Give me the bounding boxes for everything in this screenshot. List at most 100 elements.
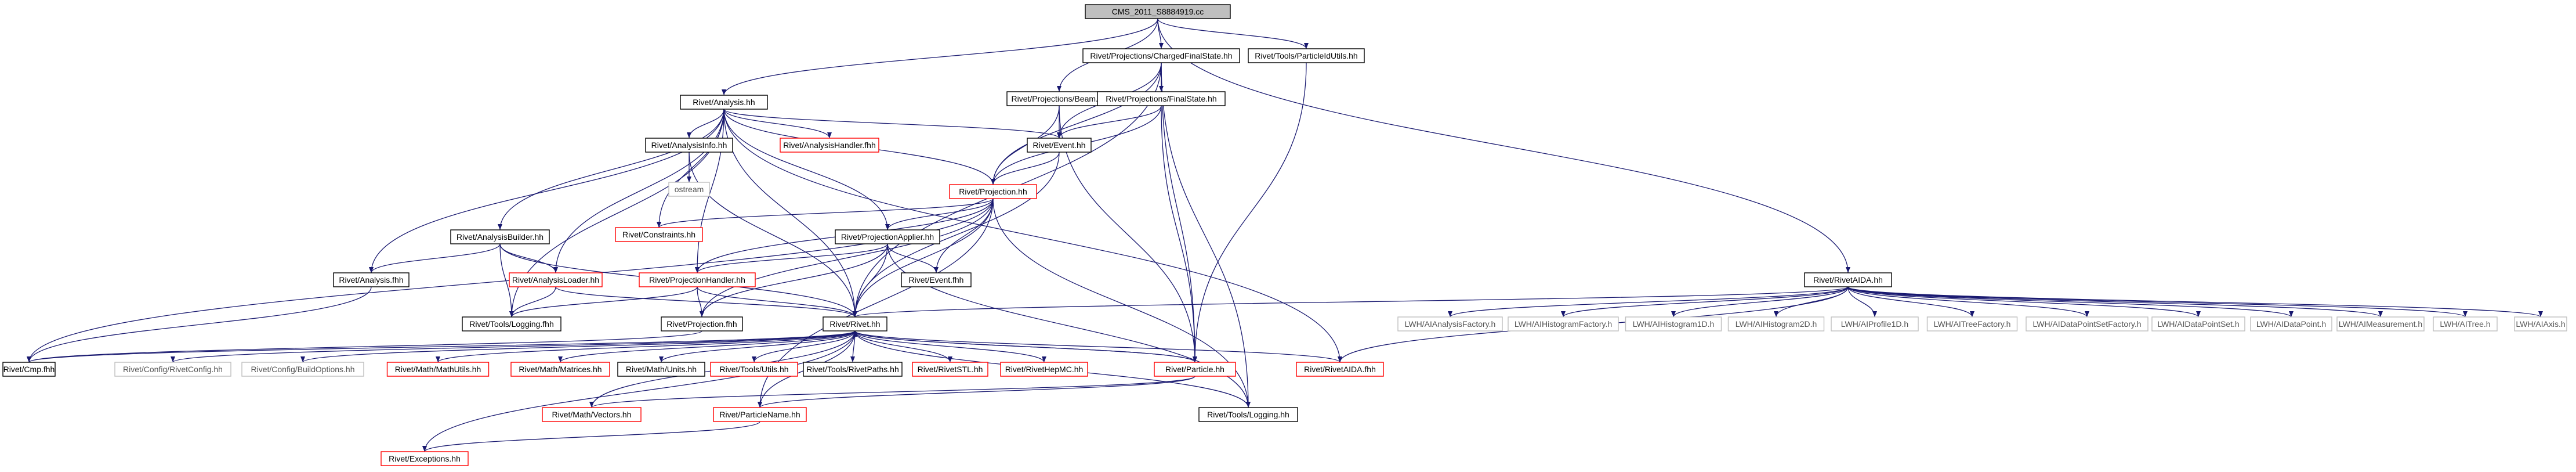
node-box — [780, 138, 879, 153]
node-fs-hh[interactable]: Rivet/Projections/FinalState.hh — [1097, 91, 1226, 106]
edge-anainfo_hh-to-rivet_hh — [689, 152, 857, 318]
node-mathutils-hh[interactable]: Rivet/Math/MathUtils.hh — [386, 362, 490, 377]
node-label: LWH/AIDataPoint.h — [2256, 319, 2326, 329]
edge-rivetaida_hh-to-lw_p1d — [1847, 286, 1877, 318]
edge-analysis_fhh-to-cmp_fhh — [27, 286, 372, 363]
node-label: Rivet/Event.hh — [1032, 140, 1085, 150]
node-analysis-fhh[interactable]: Rivet/Analysis.fhh — [333, 272, 410, 287]
node-label: Rivet/RivetHepMC.hh — [1005, 365, 1084, 374]
node-label: CMS_2011_S8884919.cc — [1112, 7, 1204, 16]
edge-rivet_hh-to-rivetaida_fhh — [854, 330, 1342, 363]
node-anahandler-hh[interactable]: Rivet/AnalysisHandler.fhh — [780, 138, 879, 153]
edge-rivet_hh-to-units_hh — [659, 330, 856, 363]
node-ostream[interactable]: ostream — [668, 182, 710, 197]
node-box — [241, 362, 364, 377]
node-label: Rivet/Projections/ChargedFinalState.hh — [1090, 51, 1232, 60]
edge-rivet_hh-to-cmp_fhh — [27, 330, 856, 363]
node-toolslog-fhh[interactable]: Rivet/Tools/Logging.fhh — [462, 316, 561, 332]
node-rivetaida-fhh[interactable]: Rivet/RivetAIDA.fhh — [1296, 362, 1384, 377]
edge-projection_hh-to-projapplier_hh — [885, 198, 994, 230]
edge-rivetaida_hh-to-rivet_hh — [853, 286, 1849, 318]
node-rivetconfig-hh[interactable]: Rivet/Config/RivetConfig.hh — [114, 362, 231, 377]
node-event-fhh[interactable]: Rivet/Event.fhh — [901, 272, 972, 287]
node-box — [1804, 272, 1892, 287]
node-box — [823, 316, 887, 332]
node-paths-hh[interactable]: Rivet/Tools/RivetPaths.hh — [803, 362, 903, 377]
node-rivetaida-hh[interactable]: Rivet/RivetAIDA.hh — [1804, 272, 1892, 287]
edge-projection_fhh-to-cmp_fhh — [27, 330, 702, 363]
node-lw-h2d[interactable]: LWH/AIHistogram2D.h — [1727, 316, 1825, 332]
node-vectors-hh[interactable]: Rivet/Math/Vectors.hh — [542, 407, 642, 422]
node-lw-dp[interactable]: LWH/AIDataPoint.h — [2250, 316, 2332, 332]
node-label: LWH/AIHistogram1D.h — [1633, 319, 1715, 329]
node-projection-hh[interactable]: Rivet/Projection.hh — [949, 184, 1037, 199]
edge-cfs_hh-to-particle_hh — [1161, 62, 1197, 363]
node-rivet-hh[interactable]: Rivet/Rivet.hh — [823, 316, 887, 332]
edge-analysis_hh-to-projhandler_hh — [695, 109, 724, 273]
node-box — [645, 138, 733, 153]
node-label: Rivet/RivetSTL.hh — [918, 365, 983, 374]
node-box — [1000, 362, 1088, 377]
node-box — [1198, 407, 1298, 422]
node-particlename-hh[interactable]: Rivet/ParticleName.hh — [713, 407, 807, 422]
node-units-hh[interactable]: Rivet/Math/Units.hh — [617, 362, 705, 377]
node-analysis-hh[interactable]: Rivet/Analysis.hh — [680, 95, 768, 110]
edge-beam_hh-to-particle_hh — [1059, 105, 1197, 363]
node-event-hh[interactable]: Rivet/Event.hh — [1027, 138, 1092, 153]
node-lw-p1d[interactable]: LWH/AIProfile1D.h — [1831, 316, 1919, 332]
node-label: LWH/AIAxis.h — [2516, 319, 2565, 329]
node-label: Rivet/AnalysisHandler.fhh — [783, 140, 876, 150]
node-cmp-fhh[interactable]: Rivet/Cmp.fhh — [2, 362, 56, 377]
node-box — [1154, 362, 1236, 377]
node-lw-hfactory[interactable]: LWH/AIHistogramFactory.h — [1508, 316, 1619, 332]
node-box — [803, 362, 903, 377]
node-beam-hh[interactable]: Rivet/Projections/Beam.hh — [1006, 91, 1112, 106]
node-pidutils-hh[interactable]: Rivet/Tools/ParticleIdUtils.hh — [1248, 48, 1365, 63]
node-box — [1727, 316, 1825, 332]
edge-projhandler_hh-to-projection_fhh — [697, 286, 704, 318]
node-lw-dps[interactable]: LWH/AIDataPointSet.h — [2151, 316, 2245, 332]
node-lw-axis[interactable]: LWH/AIAxis.h — [2514, 316, 2567, 332]
edge-fs_hh-to-particle_hh — [1161, 105, 1197, 363]
edge-rivetaida_hh-to-lw_dp — [1847, 286, 2294, 318]
node-lw-tree[interactable]: LWH/AITree.h — [2433, 316, 2498, 332]
edge-projection_hh-to-constraints_hh — [657, 198, 994, 228]
node-exceptions-hh[interactable]: Rivet/Exceptions.hh — [381, 451, 469, 466]
node-label: Rivet/Projections/FinalState.hh — [1106, 94, 1216, 103]
node-analoader-hh[interactable]: Rivet/AnalysisLoader.hh — [509, 272, 603, 287]
node-constraints-hh[interactable]: Rivet/Constraints.hh — [615, 227, 703, 242]
node-anainfo-hh[interactable]: Rivet/AnalysisInfo.hh — [645, 138, 733, 153]
node-box — [835, 229, 940, 244]
node-hepmc-hh[interactable]: Rivet/RivetHepMC.hh — [1000, 362, 1088, 377]
node-root[interactable]: CMS_2011_S8884919.cc — [1085, 4, 1231, 19]
node-projhandler-hh[interactable]: Rivet/ProjectionHandler.hh — [639, 272, 756, 287]
node-lw-dpsfactory[interactable]: LWH/AIDataPointSetFactory.h — [2026, 316, 2149, 332]
node-projection-fhh[interactable]: Rivet/Projection.fhh — [661, 316, 743, 332]
edge-pidutils_hh-to-particle_hh — [1193, 62, 1307, 363]
edge-rivet_hh-to-mathutils_hh — [436, 330, 856, 363]
node-matrices-hh[interactable]: Rivet/Math/Matrices.hh — [510, 362, 610, 377]
node-box — [2250, 316, 2332, 332]
node-box — [386, 362, 490, 377]
node-label: Rivet/RivetAIDA.hh — [1813, 275, 1883, 284]
node-toolslog-hh[interactable]: Rivet/Tools/Logging.hh — [1198, 407, 1298, 422]
node-label: Rivet/ProjectionHandler.hh — [649, 275, 745, 284]
node-box — [1397, 316, 1503, 332]
node-anabuilder-hh[interactable]: Rivet/AnalysisBuilder.hh — [450, 229, 550, 244]
node-utils-hh[interactable]: Rivet/Tools/Utils.hh — [710, 362, 798, 377]
node-lw-tfactory[interactable]: LWH/AITreeFactory.h — [1926, 316, 2018, 332]
node-buildopts-hh[interactable]: Rivet/Config/BuildOptions.hh — [241, 362, 364, 377]
node-particle-hh[interactable]: Rivet/Particle.hh — [1154, 362, 1236, 377]
node-cfs-hh[interactable]: Rivet/Projections/ChargedFinalState.hh — [1082, 48, 1240, 63]
node-lw-h1d[interactable]: LWH/AIHistogram1D.h — [1625, 316, 1722, 332]
node-projapplier-hh[interactable]: Rivet/ProjectionApplier.hh — [835, 229, 940, 244]
edge-layer — [27, 18, 2543, 452]
node-label: Rivet/Analysis.fhh — [339, 275, 403, 284]
node-label: LWH/AIMeasurement.h — [2339, 319, 2422, 329]
node-box — [901, 272, 972, 287]
node-box — [1508, 316, 1619, 332]
node-stl-hh[interactable]: Rivet/RivetSTL.hh — [912, 362, 988, 377]
edge-rivet_hh-to-exceptions_hh — [422, 330, 856, 452]
node-lw-afactory[interactable]: LWH/AIAnalysisFactory.h — [1397, 316, 1503, 332]
node-lw-meas[interactable]: LWH/AIMeasurement.h — [2336, 316, 2425, 332]
